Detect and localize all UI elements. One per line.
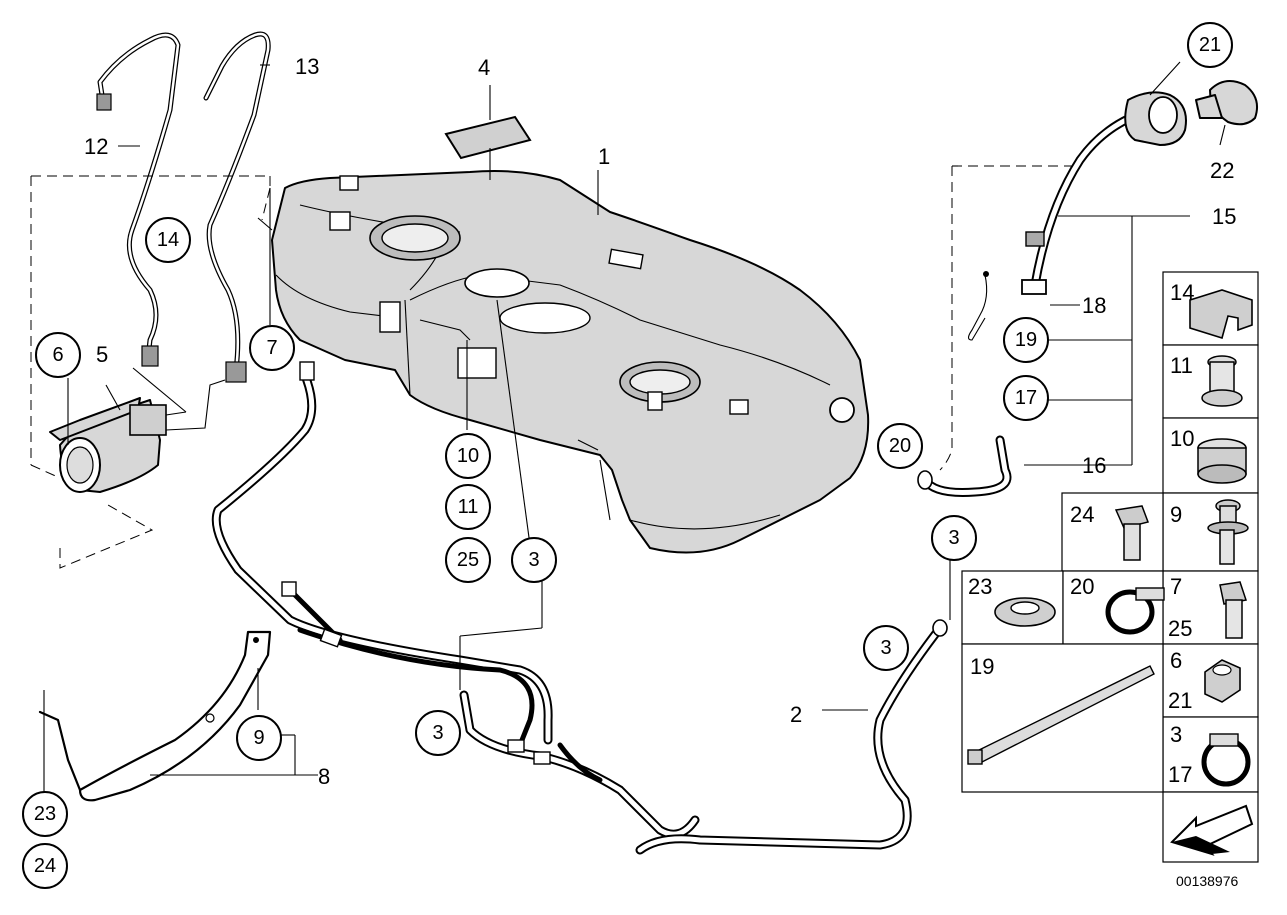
tank-strap-bracket bbox=[38, 630, 272, 802]
fuel-line-bundle bbox=[211, 361, 700, 839]
filler-neck bbox=[1021, 91, 1187, 295]
label-18: 18 bbox=[1082, 293, 1106, 318]
label-1: 1 bbox=[598, 144, 610, 169]
table-10: 10 bbox=[1170, 426, 1194, 451]
circle-3-bottom: 3 bbox=[432, 722, 443, 744]
table-3: 3 bbox=[1170, 722, 1182, 747]
table-11: 11 bbox=[1170, 353, 1193, 378]
table-9: 9 bbox=[1170, 502, 1182, 527]
circle-7: 7 bbox=[266, 337, 277, 359]
table-23: 23 bbox=[968, 574, 992, 599]
circle-6: 6 bbox=[52, 344, 63, 366]
sensor-lead bbox=[96, 32, 181, 367]
table-6: 6 bbox=[1170, 648, 1182, 673]
table-19: 19 bbox=[970, 654, 994, 679]
circle-17: 17 bbox=[1015, 387, 1037, 409]
label-12: 12 bbox=[84, 134, 108, 159]
grommet-drawing bbox=[1201, 355, 1243, 407]
circle-21: 21 bbox=[1199, 34, 1221, 56]
table-17: 17 bbox=[1168, 762, 1192, 787]
circle-11: 11 bbox=[458, 496, 479, 518]
circle-19: 19 bbox=[1015, 329, 1037, 351]
fuel-line bbox=[635, 619, 948, 855]
circle-10: 10 bbox=[457, 445, 479, 467]
circle-20: 20 bbox=[889, 435, 911, 457]
hex-nut-drawing bbox=[1204, 659, 1241, 703]
label-15: 15 bbox=[1212, 204, 1236, 229]
circle-23: 23 bbox=[34, 803, 56, 825]
vent-hose bbox=[917, 435, 1012, 497]
document-id: 00138976 bbox=[1176, 873, 1239, 889]
charcoal-filter bbox=[49, 367, 226, 493]
expanding-rivet-drawing bbox=[1207, 499, 1249, 565]
group-frame-right bbox=[939, 165, 1080, 471]
group-frame-left bbox=[30, 175, 271, 569]
table-21: 21 bbox=[1168, 688, 1192, 713]
cover-plate bbox=[444, 85, 532, 180]
washer-drawing bbox=[994, 597, 1056, 627]
table-7: 7 bbox=[1170, 574, 1182, 599]
tether bbox=[967, 271, 989, 341]
rubber-mount-drawing bbox=[1197, 438, 1247, 484]
filler-cap bbox=[1195, 80, 1258, 126]
screw-drawing bbox=[1219, 581, 1247, 639]
circled-labels: 21 14 6 7 19 17 20 10 11 25 3 3 3 3 9 23… bbox=[22, 22, 1233, 889]
circle-3-line: 3 bbox=[880, 637, 891, 659]
direction-arrow-icon bbox=[1170, 804, 1254, 856]
hose-clamp-drawing bbox=[1105, 587, 1165, 635]
fuel-tank bbox=[257, 170, 870, 554]
label-13: 13 bbox=[295, 54, 319, 79]
parts-table: 14 11 10 24 9 23 20 7 25 19 6 21 3 17 bbox=[961, 271, 1259, 863]
circle-24: 24 bbox=[34, 855, 56, 877]
circle-9: 9 bbox=[253, 727, 264, 749]
circle-3-right: 3 bbox=[948, 527, 959, 549]
circle-25: 25 bbox=[457, 549, 479, 571]
circle-14: 14 bbox=[157, 229, 179, 251]
label-16: 16 bbox=[1082, 453, 1106, 478]
label-4: 4 bbox=[478, 55, 490, 80]
clamp-drawing bbox=[1201, 733, 1251, 787]
table-24: 24 bbox=[1070, 502, 1094, 527]
table-20: 20 bbox=[1070, 574, 1094, 599]
vent-lead bbox=[203, 31, 271, 383]
circle-3-tank: 3 bbox=[528, 549, 539, 571]
leader-lines bbox=[43, 61, 1226, 795]
label-2: 2 bbox=[790, 702, 802, 727]
cable-tie-drawing bbox=[967, 665, 1155, 765]
label-8: 8 bbox=[318, 764, 330, 789]
table-25: 25 bbox=[1168, 616, 1192, 641]
label-5: 5 bbox=[96, 342, 108, 367]
rubber-buffer-drawing bbox=[1189, 289, 1253, 340]
label-22: 22 bbox=[1210, 158, 1234, 183]
bolt-drawing bbox=[1114, 505, 1149, 561]
plain-labels: 1 2 4 5 8 12 13 15 16 18 22 bbox=[84, 54, 1236, 789]
